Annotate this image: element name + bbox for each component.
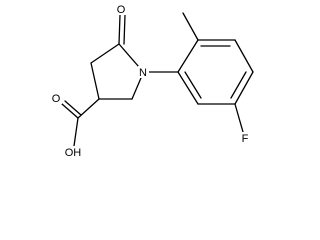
label-bg-f	[240, 132, 249, 144]
bond-c5-c4	[90, 43, 120, 64]
bond-c-f	[234, 103, 244, 133]
bond-ar-inner-2	[230, 71, 247, 99]
label-bg-n	[138, 66, 149, 78]
bond-acid-c-o-double-b	[64, 100, 82, 116]
label-bg-o-acid	[51, 92, 62, 104]
bond-acid-c-o-double-a	[61, 103, 79, 119]
bond-c5-o-ketone-b	[123, 14, 126, 45]
bond-ar6-ar1	[177, 71, 199, 105]
bond-ar-inner-3	[184, 71, 202, 99]
bond-c4-c3	[90, 62, 100, 100]
bond-n-c5	[118, 43, 140, 68]
bond-c2-n	[131, 77, 142, 100]
label-bg-o-ketone	[116, 3, 126, 15]
bond-c5-o-ketone-a	[118, 14, 121, 45]
atom-label-o-acid: O	[52, 93, 61, 105]
bond-ar3-ar4	[234, 39, 254, 73]
bond-acid-c-oh	[73, 117, 79, 147]
atom-label-o-ketone: O	[117, 4, 126, 16]
atom-label-oh: OH	[65, 147, 82, 159]
bond-ar1-ar2	[177, 39, 199, 73]
bond-methyl	[182, 12, 199, 41]
atom-label-n: N	[139, 67, 147, 79]
label-bg-oh	[63, 146, 83, 158]
structure-diagram: O N O OH F	[51, 3, 254, 159]
atom-label-f: F	[242, 133, 249, 145]
bond-ar4-ar5	[234, 71, 254, 105]
